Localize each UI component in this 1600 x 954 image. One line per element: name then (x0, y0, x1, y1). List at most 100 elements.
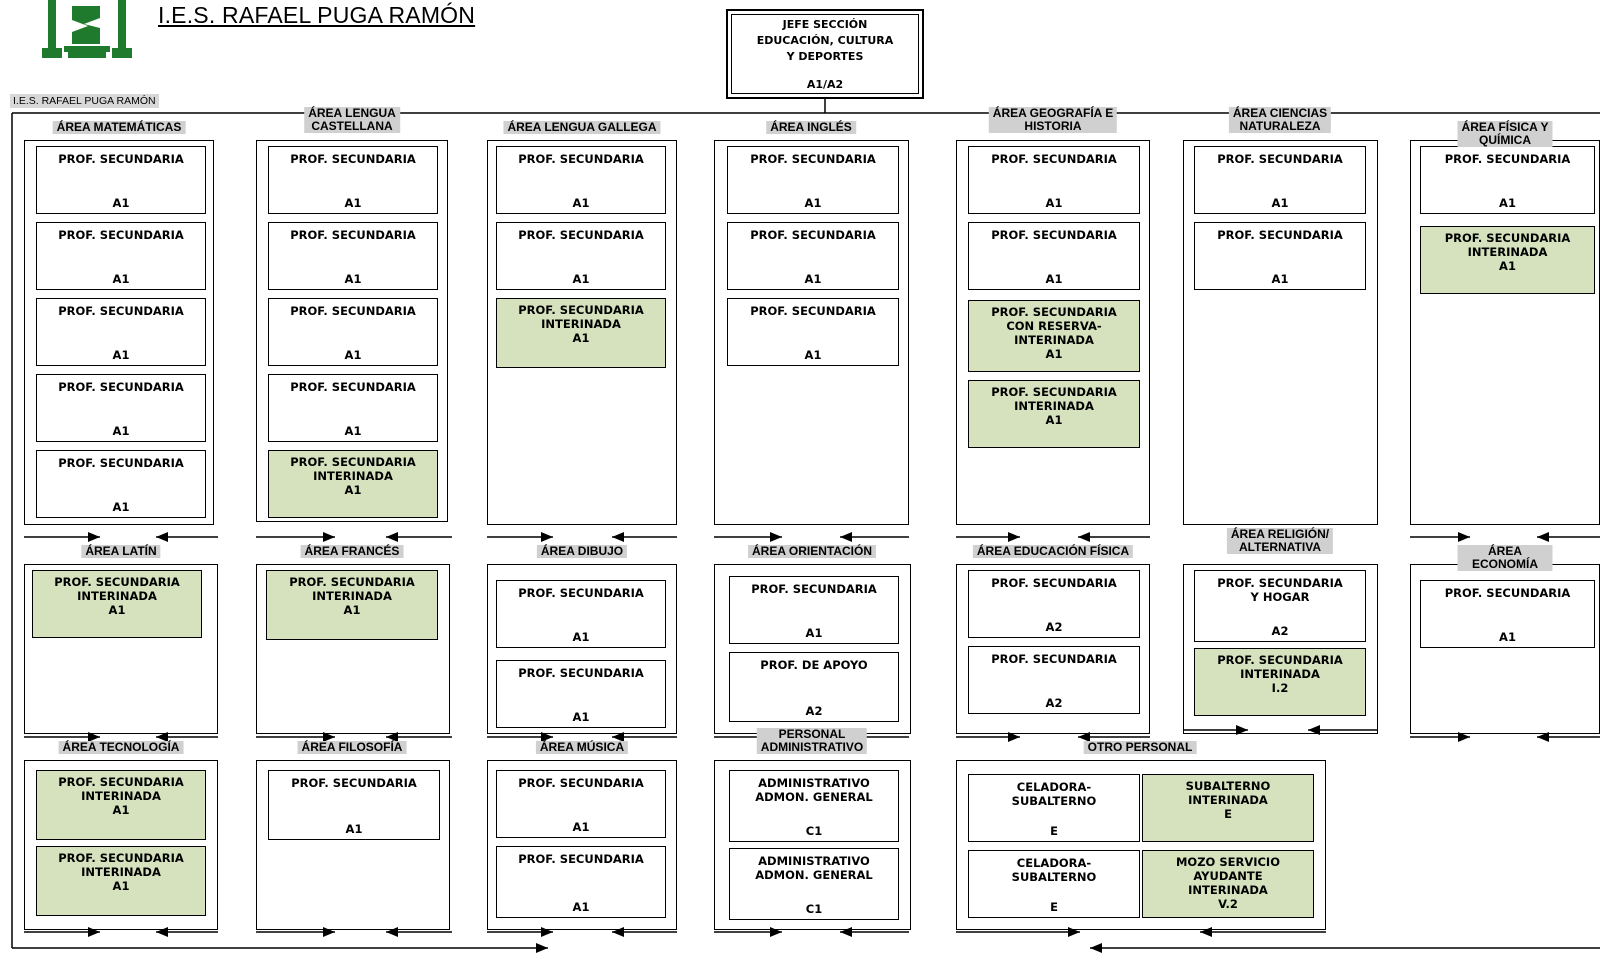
arrow-icon (1537, 732, 1549, 742)
position-box: PROF. SECUNDARIA A1 (1194, 222, 1366, 290)
position-title: PROF. SECUNDARIA (991, 652, 1117, 666)
position-group: I.2 (1271, 681, 1289, 695)
position-title: PROF. SECUNDARIA (518, 666, 644, 680)
position-group: A1 (572, 331, 590, 345)
area-label-frances: ÁREA FRANCÉS (300, 545, 404, 558)
position-group: A2 (1271, 624, 1289, 638)
arrow-icon (840, 532, 852, 542)
position-title: PROF. SECUNDARIA CON RESERVA- INTERINADA (991, 305, 1117, 347)
position-title: PROF. SECUNDARIA (290, 304, 416, 318)
position-group: A1 (343, 603, 361, 617)
arrow-icon (1068, 927, 1080, 937)
arrow-icon (156, 732, 168, 742)
position-title: PROF. SECUNDARIA (991, 228, 1117, 242)
position-title: PROF. SECUNDARIA INTERINADA (991, 385, 1117, 413)
position-title: PROF. SECUNDARIA (58, 228, 184, 242)
position-group: A1 (112, 348, 130, 362)
position-title: PROF. SECUNDARIA INTERINADA (290, 455, 416, 483)
position-title: PROF. DE APOYO (760, 658, 868, 672)
position-title: PROF. SECUNDARIA INTERINADA (1444, 231, 1571, 259)
arrow-icon (323, 927, 335, 937)
position-group: A1 (572, 272, 590, 286)
position-title: PROF. SECUNDARIA (1444, 152, 1571, 166)
area-label-orientacion: ÁREA ORIENTACIÓN (748, 545, 876, 558)
position-group: E (1224, 807, 1232, 821)
position-title: PROF. SECUNDARIA (750, 152, 876, 166)
arrow-icon (1008, 532, 1020, 542)
position-group: C1 (805, 824, 823, 838)
area-label-filosofia: ÁREA FILOSOFÍA (297, 741, 407, 754)
position-group: A1 (1045, 413, 1063, 427)
position-group: V.2 (1218, 897, 1238, 911)
position-group: A1 (804, 348, 822, 362)
area-label-lengua-castellana: ÁREA LENGUA CASTELLANA (304, 107, 400, 133)
page-title: I.E.S. RAFAEL PUGA RAMÓN (158, 2, 476, 28)
arrow-icon (88, 732, 100, 742)
position-title: PROF. SECUNDARIA (58, 456, 184, 470)
arrow-icon (1078, 532, 1090, 542)
area-label-ingles: ÁREA INGLÉS (766, 121, 856, 134)
area-label-dibujo: ÁREA DIBUJO (536, 545, 628, 558)
area-label-latin: ÁREA LATÍN (81, 545, 161, 558)
arrow-icon (1458, 532, 1470, 542)
position-title: MOZO SERVICIO AYUDANTE INTERINADA (1175, 855, 1280, 897)
position-group: A1 (112, 196, 130, 210)
arrow-icon (1308, 725, 1320, 735)
area-label-fisica: ÁREA FÍSICA Y QUÍMICA (1457, 121, 1553, 147)
arrow-icon (612, 927, 624, 937)
position-group: A1 (1499, 259, 1516, 273)
arrow-icon (386, 927, 398, 937)
head-of-section-group: A1/A2 (806, 78, 844, 91)
area-label-lengua-gallega: ÁREA LENGUA GALLEGA (503, 121, 661, 134)
area-label-administrativo: PERSONAL ADMINISTRATIVO (756, 728, 868, 754)
position-title: PROF. SECUNDARIA (1217, 228, 1343, 242)
position-title: CELADORA- SUBALTERNO (1011, 856, 1097, 884)
position-group: A2 (1045, 620, 1063, 634)
arrow-icon (541, 532, 553, 542)
head-of-section-box: JEFE SECCIÓN EDUCACIÓN, CULTURA Y DEPORT… (726, 9, 924, 99)
arrow-icon (1078, 732, 1090, 742)
position-title: SUBALTERNO INTERINADA (1185, 779, 1271, 807)
area-label-tecnologia: ÁREA TECNOLOGÍA (58, 741, 184, 754)
arrow-icon (323, 732, 335, 742)
position-title: PROF. SECUNDARIA (518, 852, 644, 866)
position-group: A1 (344, 424, 362, 438)
position-group: A1 (112, 879, 130, 893)
arrow-icon (156, 927, 168, 937)
arrow-icon (612, 732, 624, 742)
position-title: PROF. SECUNDARIA (58, 380, 184, 394)
position-title: CELADORA- SUBALTERNO (1011, 780, 1097, 808)
arrow-icon (88, 532, 100, 542)
position-group: A1 (572, 196, 590, 210)
position-group: A1 (1271, 272, 1289, 286)
position-group: A1 (1271, 196, 1289, 210)
arrow-icon (1008, 732, 1020, 742)
position-title: PROF. SECUNDARIA (290, 380, 416, 394)
arrow-icon (840, 927, 852, 937)
area-label-matematicas: ÁREA MATEMÁTICAS (52, 121, 186, 134)
position-group: A1 (1045, 347, 1063, 361)
arrow-icon (1537, 532, 1549, 542)
position-group: A1 (572, 820, 590, 834)
arrow-icon (536, 943, 548, 953)
area-label-economia: ÁREA ECONOMÍA (1457, 545, 1553, 571)
position-title: PROF. SECUNDARIA (58, 304, 184, 318)
area-label-musica: ÁREA MÚSICA (535, 741, 629, 754)
